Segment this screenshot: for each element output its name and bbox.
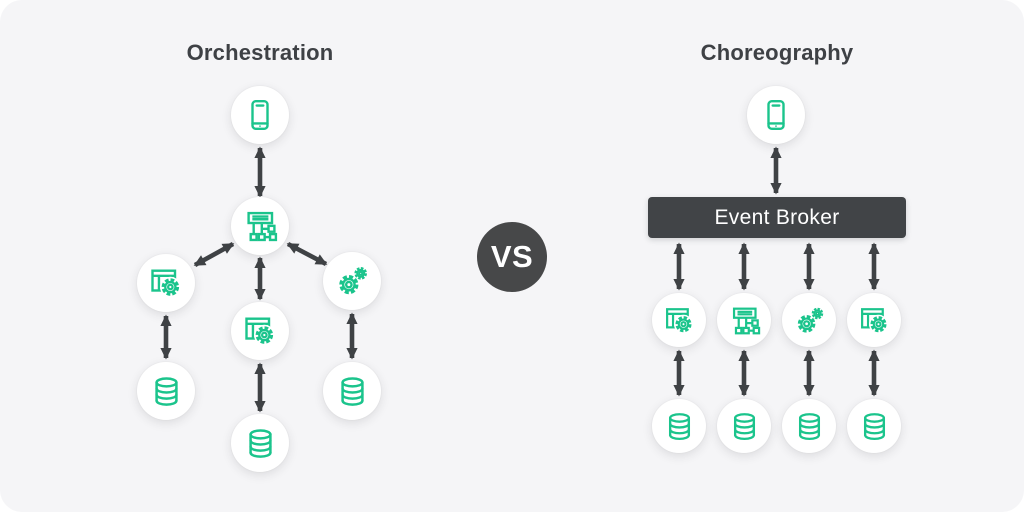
orchestration-service-1-node — [137, 254, 195, 312]
vs-badge: VS — [477, 222, 547, 292]
choreography-database-4-node — [847, 399, 901, 453]
choreography-title: Choreography — [700, 40, 854, 65]
database-icon — [858, 410, 891, 443]
database-icon — [728, 410, 761, 443]
workflow-icon — [242, 208, 278, 244]
orchestration-service-3-node — [323, 252, 381, 310]
event-broker-bar: Event Broker — [648, 197, 906, 238]
choreography-service-1-node — [652, 293, 706, 347]
choreography-database-2-node — [717, 399, 771, 453]
choreography-service-2-node — [717, 293, 771, 347]
choreography-client-node — [747, 86, 805, 144]
database-icon — [149, 374, 184, 409]
choreography-service-4-node — [847, 293, 901, 347]
gears-icon — [793, 304, 826, 337]
orchestration-client-node — [231, 86, 289, 144]
orchestration-database-1-node — [137, 362, 195, 420]
orchestration-database-3-node — [323, 362, 381, 420]
database-icon — [663, 410, 696, 443]
gears-icon — [334, 263, 370, 299]
app-gear-icon — [663, 304, 696, 337]
database-icon — [335, 374, 370, 409]
database-icon — [793, 410, 826, 443]
app-gear-icon — [858, 304, 891, 337]
app-gear-icon — [148, 265, 184, 301]
choreography-database-1-node — [652, 399, 706, 453]
orchestration-database-2-node — [231, 414, 289, 472]
workflow-icon — [728, 304, 761, 337]
database-icon — [243, 426, 278, 461]
smartphone-icon — [758, 97, 794, 133]
choreography-database-3-node — [782, 399, 836, 453]
orchestration-service-2-node — [231, 302, 289, 360]
orchestration-title: Orchestration — [186, 40, 334, 65]
orchestration-orchestrator-node — [231, 197, 289, 255]
smartphone-icon — [242, 97, 278, 133]
app-gear-icon — [242, 313, 278, 349]
choreography-service-3-node — [782, 293, 836, 347]
